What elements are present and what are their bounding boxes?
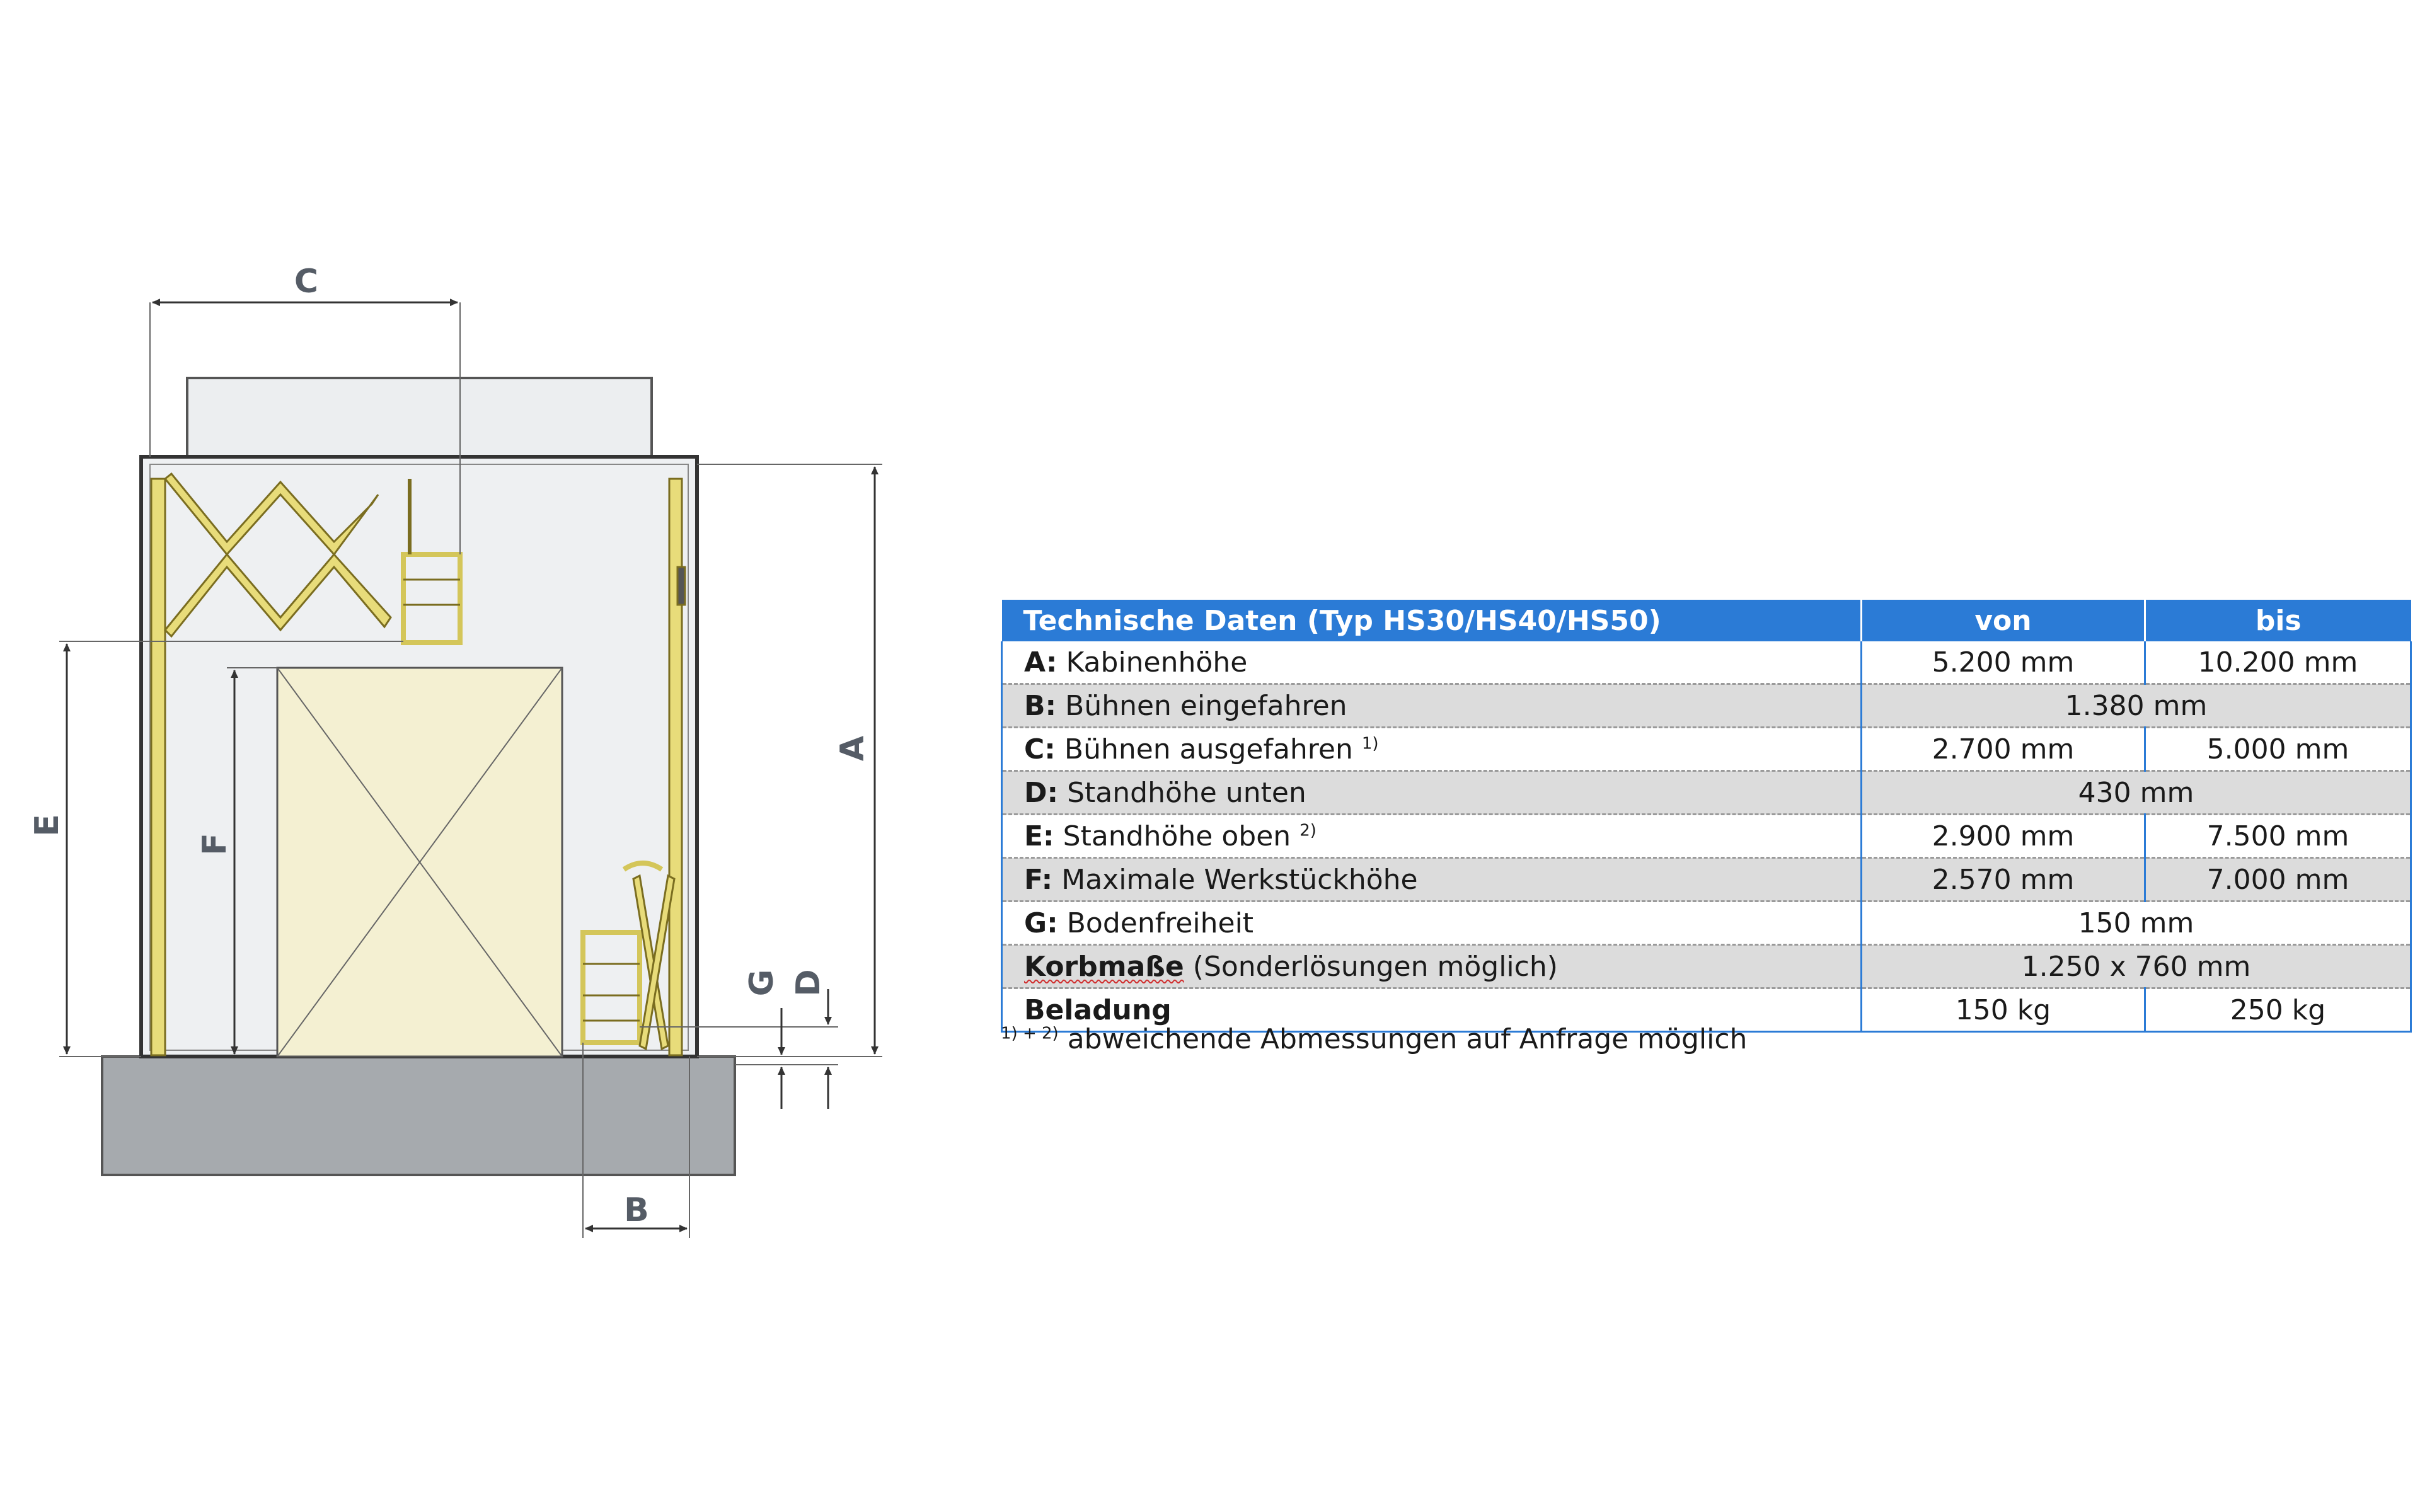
table-row: G: Bodenfreiheit 150 mm [1001, 901, 2412, 946]
dim-label-g: G [743, 970, 781, 997]
table-row: B: Bühnen eingefahren 1.380 mm [1001, 684, 2412, 728]
row-to: 10.200 mm [2145, 641, 2412, 685]
header-from: von [1861, 600, 2146, 641]
workpiece [276, 667, 563, 1058]
dim-label-e: E [28, 814, 66, 837]
right-platform-retracted [580, 861, 676, 1051]
row-key: B: [1024, 689, 1057, 722]
row-label: Standhöhe oben [1063, 820, 1291, 852]
row-merged-value: 1.250 x 760 mm [1861, 944, 2412, 989]
dim-label-f: F [196, 833, 234, 856]
row-from: 2.900 mm [1861, 814, 2146, 859]
table-row: F: Maximale Werkstückhöhe 2.570 mm 7.000… [1001, 857, 2412, 902]
row-footnote-marker: 2) [1299, 820, 1317, 840]
row-from: 2.700 mm [1861, 727, 2146, 772]
row-label: Standhöhe unten [1067, 776, 1306, 809]
table-row: Korbmaße (Sonderlösungen möglich) 1.250 … [1001, 944, 2412, 989]
row-key: C: [1024, 733, 1056, 765]
table-footnote: 1) + 2) abweichende Abmessungen auf Anfr… [1001, 1023, 1747, 1055]
right-rail [668, 478, 686, 1057]
table-row: C: Bühnen ausgefahren 1) 2.700 mm 5.000 … [1001, 727, 2412, 772]
dim-label-a: A [834, 736, 872, 761]
row-footnote-marker: 1) [1361, 733, 1379, 753]
dim-label-d: D [790, 969, 827, 996]
table-row: Beladung 150 kg 250 kg [1001, 988, 2412, 1033]
table-row: E: Standhöhe oben 2) 2.900 mm 7.500 mm [1001, 814, 2412, 859]
dim-label-b: B [624, 1191, 649, 1229]
spec-table: Technische Daten (Typ HS30/HS40/HS50) vo… [1001, 600, 2412, 1033]
row-merged-value: 1.380 mm [1861, 684, 2412, 728]
header-to: bis [2145, 600, 2411, 641]
row-to: 7.000 mm [2145, 857, 2412, 902]
floor-base [101, 1055, 736, 1176]
row-merged-value: 430 mm [1861, 770, 2412, 815]
row-label: Bühnen eingefahren [1065, 689, 1347, 722]
table-row: A: Kabinenhöhe 5.200 mm 10.200 mm [1001, 641, 2412, 685]
row-to: 5.000 mm [2145, 727, 2412, 772]
row-key: D: [1024, 776, 1059, 809]
row-key: Korbmaße [1024, 950, 1184, 983]
cabin-diagram-svg: C A E F G D B [28, 263, 882, 1238]
row-from: 150 kg [1861, 988, 2146, 1033]
row-from: 5.200 mm [1861, 641, 2146, 685]
row-label: Kabinenhöhe [1066, 646, 1248, 679]
row-to: 250 kg [2145, 988, 2412, 1033]
row-key: F: [1024, 863, 1053, 896]
row-key: Beladung [1024, 994, 1172, 1026]
table-row: D: Standhöhe unten 430 mm [1001, 770, 2412, 815]
left-platform-extended [150, 472, 463, 1057]
row-key: G: [1024, 907, 1058, 939]
header-title: Technische Daten (Typ HS30/HS40/HS50) [1001, 600, 1862, 641]
spec-table-container: Technische Daten (Typ HS30/HS40/HS50) vo… [1001, 600, 2412, 1033]
footnote-text: abweichende Abmessungen auf Anfrage mögl… [1067, 1023, 1748, 1055]
row-label: Bodenfreiheit [1066, 907, 1254, 939]
roof-housing [186, 377, 653, 458]
row-label: (Sonderlösungen möglich) [1192, 950, 1558, 983]
row-to: 7.500 mm [2145, 814, 2412, 859]
row-merged-value: 150 mm [1861, 901, 2412, 946]
footnote-marker: 1) + 2) [1001, 1024, 1059, 1043]
row-key: A: [1024, 646, 1057, 679]
table-header-row: Technische Daten (Typ HS30/HS40/HS50) vo… [1001, 600, 2411, 641]
row-from: 2.570 mm [1861, 857, 2146, 902]
cabin-diagram: C A E F G D B [0, 0, 945, 1512]
row-label: Maximale Werkstückhöhe [1061, 863, 1418, 896]
row-label: Bühnen ausgefahren [1064, 733, 1353, 765]
dim-label-c: C [294, 263, 318, 301]
row-key: E: [1024, 820, 1054, 852]
